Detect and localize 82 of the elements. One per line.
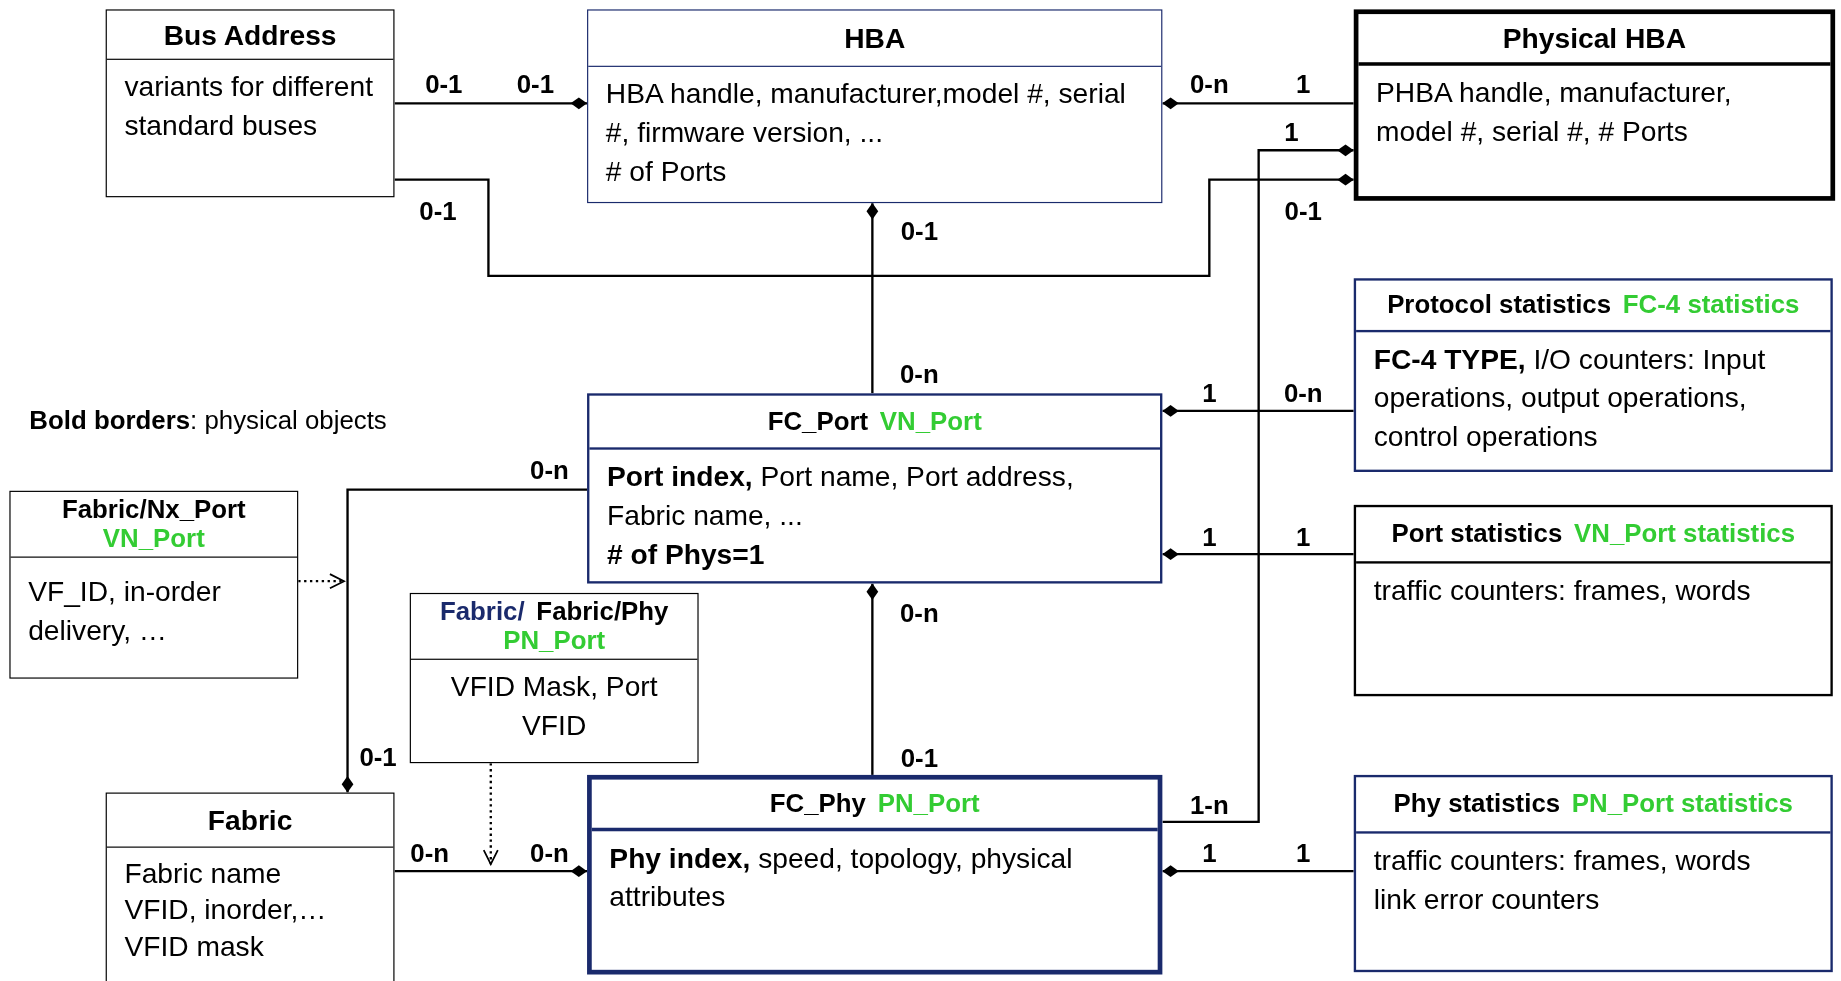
multiplicity-label: 1 bbox=[1202, 838, 1217, 869]
association-line bbox=[1162, 97, 1354, 110]
multiplicity-label: 1-n bbox=[1189, 790, 1229, 821]
multiplicity-label: 0-n bbox=[1283, 378, 1323, 409]
association-line bbox=[866, 203, 879, 394]
class-box bbox=[587, 774, 1163, 975]
attribute-text: # of Phys=1 bbox=[607, 537, 766, 572]
association-line bbox=[1162, 144, 1354, 824]
class-name: Fabric/ bbox=[439, 596, 525, 627]
multiplicity-label: 0-1 bbox=[900, 743, 938, 774]
class-box bbox=[9, 490, 299, 679]
multiplicity-label: 1 bbox=[1202, 378, 1217, 409]
multiplicity-label: 1 bbox=[1284, 117, 1299, 148]
multiplicity-label: 1 bbox=[1202, 522, 1217, 553]
class-name: PN_Port statistics bbox=[1571, 789, 1793, 820]
note-text: Bold borders: physical objects bbox=[29, 405, 387, 436]
attribute-text: VFID Mask, Port VFID bbox=[449, 668, 659, 743]
multiplicity-label: 0-1 bbox=[516, 69, 555, 100]
class-name: Bus Address bbox=[163, 18, 337, 51]
class-box bbox=[1353, 278, 1833, 472]
class-box bbox=[1353, 774, 1833, 973]
association-line bbox=[394, 97, 588, 110]
class-name: Protocol statistics bbox=[1387, 290, 1612, 321]
multiplicity-label: 0-n bbox=[410, 838, 450, 869]
class-name: VN_Port bbox=[879, 406, 982, 437]
attribute-text: FC-4 TYPE, I/O counters: Input operations, output operations, control operations bbox=[1373, 341, 1767, 455]
attribute-text: HBA handle, manufacturer,model #, serial #, firmware version, ... bbox=[605, 76, 1127, 151]
attribute-text: link error counters bbox=[1373, 882, 1601, 917]
class-name: FC_Phy bbox=[769, 788, 866, 819]
class-name: Fabric/Nx_Port bbox=[61, 494, 246, 524]
attribute-text: VF_ID, in-order delivery, … bbox=[28, 573, 222, 648]
class-name: Physical HBA bbox=[1502, 21, 1687, 55]
attribute-text: Port index, Port name, Port address, Fabric name, ... bbox=[607, 459, 1075, 533]
attribute-text: Phy index, speed, topology, physical attributes bbox=[609, 840, 1074, 915]
association-line bbox=[1162, 548, 1354, 561]
attribute-text: VFID, inorder,… bbox=[124, 892, 328, 928]
class-box bbox=[1353, 9, 1836, 201]
multiplicity-label: 0-1 bbox=[1284, 196, 1322, 227]
attribute-text: variants for different standard buses bbox=[124, 69, 374, 143]
multiplicity-label: 0-n bbox=[1189, 69, 1229, 100]
class-name: Phy statistics bbox=[1393, 789, 1561, 820]
multiplicity-label: 0-n bbox=[530, 838, 569, 869]
multiplicity-label: 1 bbox=[1296, 838, 1311, 869]
dependency-arrow bbox=[482, 763, 499, 866]
multiplicity-label: 1 bbox=[1296, 69, 1311, 100]
class-name: VN_Port statistics bbox=[1574, 519, 1796, 550]
multiplicity-label: 1 bbox=[1296, 522, 1311, 553]
association-line bbox=[394, 173, 1354, 278]
class-name: Fabric bbox=[207, 803, 293, 837]
class-name: HBA bbox=[844, 21, 906, 55]
attribute-text: traffic counters: frames, words bbox=[1373, 843, 1752, 878]
class-name: FC_Port bbox=[767, 406, 869, 437]
attribute-text: Fabric name bbox=[124, 856, 283, 891]
association-line bbox=[394, 865, 588, 878]
class-box bbox=[1353, 504, 1833, 697]
class-box bbox=[105, 792, 395, 981]
class-box bbox=[587, 393, 1163, 584]
multiplicity-label: 0-1 bbox=[419, 196, 457, 227]
multiplicity-label: 0-1 bbox=[425, 69, 463, 100]
multiplicity-label: 0-n bbox=[899, 359, 939, 390]
attribute-text: PHBA handle, manufacturer, model #, serial #, # Ports bbox=[1376, 75, 1733, 149]
attribute-text: VFID mask bbox=[124, 929, 265, 965]
multiplicity-label: 0-1 bbox=[900, 216, 938, 247]
attribute-text: traffic counters: frames, words bbox=[1373, 573, 1752, 608]
class-name: FC-4 statistics bbox=[1622, 290, 1800, 321]
association-line bbox=[1162, 865, 1354, 878]
class-box bbox=[587, 9, 1163, 204]
class-name: VN_Port bbox=[102, 524, 205, 554]
class-name: Port statistics bbox=[1391, 519, 1563, 550]
class-name: Fabric/Phy bbox=[536, 596, 669, 627]
class-name: PN_Port bbox=[877, 788, 980, 819]
association-line bbox=[866, 583, 879, 775]
association-line bbox=[1162, 405, 1354, 417]
multiplicity-label: 0-n bbox=[899, 598, 939, 630]
class-box bbox=[105, 9, 395, 198]
attribute-text: # of Ports bbox=[605, 154, 728, 189]
class-name: PN_Port bbox=[503, 626, 606, 656]
association-line bbox=[341, 488, 588, 793]
dependency-arrow bbox=[298, 573, 345, 590]
multiplicity-label: 0-1 bbox=[359, 742, 397, 773]
class-box bbox=[409, 592, 699, 764]
multiplicity-label: 0-n bbox=[530, 455, 569, 487]
